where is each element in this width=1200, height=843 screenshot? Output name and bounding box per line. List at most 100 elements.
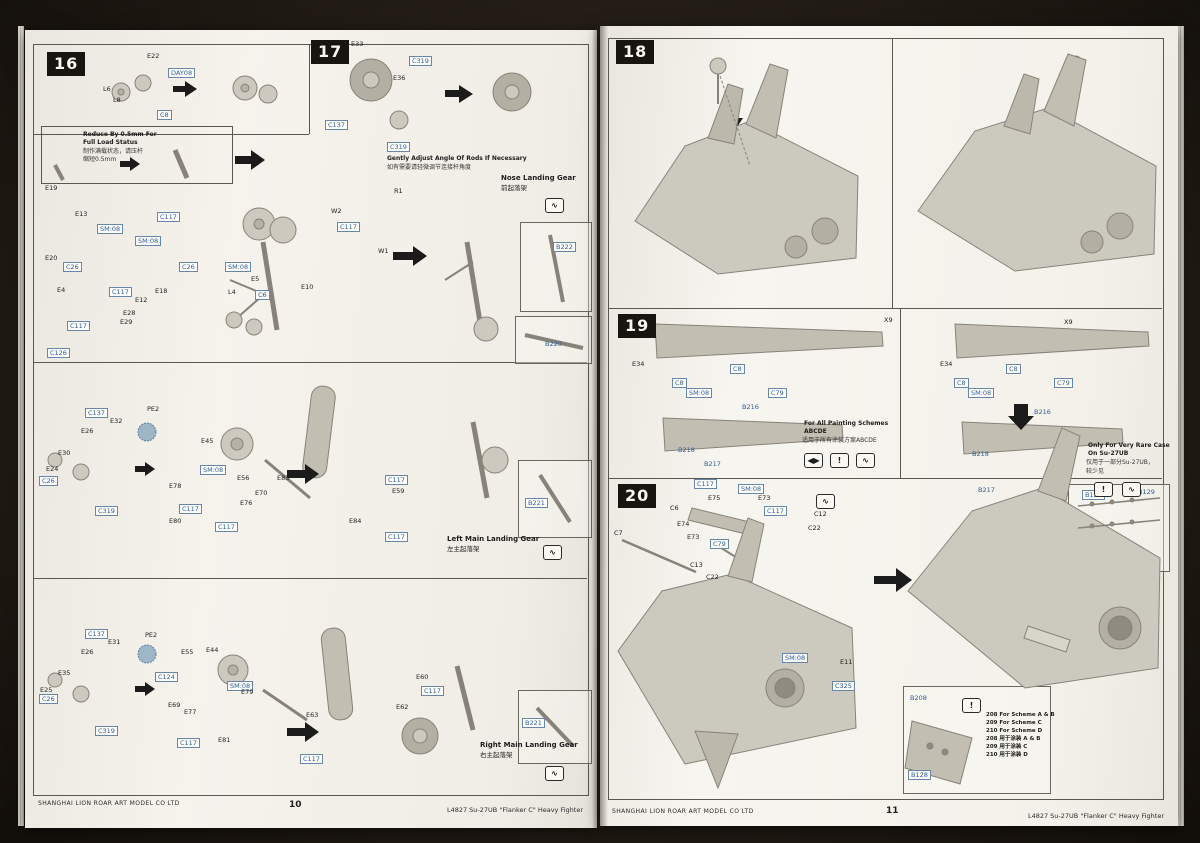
part-callout: B217	[978, 486, 995, 494]
note-adjust-rods: Gently Adjust Angle Of Rods If Necessary	[387, 155, 527, 162]
part-callout: C79	[710, 539, 729, 549]
part-callout: E73	[758, 494, 771, 502]
section-title-nose-gear-cn: 前起落架	[501, 184, 527, 192]
part-callout: C26	[39, 476, 58, 486]
part-callout: SM:08	[200, 465, 227, 475]
part-callout: E30	[58, 449, 71, 457]
part-callout: C325	[832, 681, 855, 691]
part-callout: E35	[58, 669, 71, 677]
nose-gear-detail-inset-1	[520, 222, 592, 312]
part-callout: E63	[306, 711, 319, 719]
part-callout: C117	[67, 321, 90, 331]
part-callout: E76	[240, 499, 253, 507]
part-callout: C26	[63, 262, 82, 272]
part-callout: C8	[730, 364, 745, 374]
part-callout: L6	[103, 85, 111, 93]
attention-icon: !	[962, 698, 981, 713]
part-callout: C117	[109, 287, 132, 297]
note-all-schemes-line1: For All Painting Schemes	[804, 420, 889, 427]
part-callout: C117	[385, 532, 408, 542]
part-callout: E80	[169, 517, 182, 525]
part-callout: C117	[300, 754, 323, 764]
part-callout: SM:08	[135, 236, 162, 246]
part-callout: E79	[241, 688, 254, 696]
paint-symbol-icon: ∿	[1122, 482, 1141, 497]
part-callout: E44	[206, 646, 219, 654]
paint-symbol-icon: ∿	[545, 198, 564, 213]
part-callout: DAY08	[168, 68, 196, 78]
part-callout: SM:08	[686, 388, 713, 398]
part-callout: C117	[215, 522, 238, 532]
part-callout: E5	[251, 275, 260, 283]
part-callout: E11	[840, 658, 853, 666]
booklet-gutter-shadow	[592, 26, 608, 828]
paint-symbol-icon: ∿	[545, 766, 564, 781]
part-callout: C124	[155, 672, 178, 682]
part-callout: C117	[177, 738, 200, 748]
part-callout: C137	[85, 629, 108, 639]
note-rare-case-cn1: 仅用于一部分Su-27UB，	[1086, 459, 1154, 466]
step-19-number: 19	[618, 314, 657, 338]
part-callout: E36	[393, 74, 406, 82]
part-callout: C319	[95, 506, 118, 516]
note-rare-case-line2: On Su-27UB	[1088, 450, 1129, 457]
part-callout: E34	[940, 360, 953, 368]
part-callout: C8	[1006, 364, 1021, 374]
part-callout: C319	[387, 142, 410, 152]
part-callout: X9	[884, 316, 893, 324]
part-callout: E18	[155, 287, 168, 295]
part-callout: C7	[614, 529, 623, 537]
part-callout: E32	[110, 417, 123, 425]
step16-bottom-divider	[33, 134, 309, 135]
part-callout: E69	[168, 701, 181, 709]
opposed-arrows-icon: ◀▶	[804, 453, 823, 468]
part-callout: C117	[385, 475, 408, 485]
part-callout: B208	[910, 694, 927, 702]
part-callout: E55	[181, 648, 194, 656]
part-callout: E45	[201, 437, 214, 445]
part-callout: B218	[972, 450, 989, 458]
part-callout: E13	[75, 210, 88, 218]
step18-center-divider	[892, 38, 893, 308]
part-callout: E34	[632, 360, 645, 368]
section-title-right-main-gear-cn: 右主起落架	[480, 751, 513, 759]
note-adjust-rods-cn: 如有需要请轻微调节连接杆角度	[387, 164, 472, 171]
page-11-content-frame	[608, 38, 1164, 800]
part-callout: SM:08	[968, 388, 995, 398]
page-stack-edge-left	[18, 26, 24, 826]
part-callout: SM:08	[738, 484, 765, 494]
part-callout: B221	[525, 498, 548, 508]
part-callout: C319	[95, 726, 118, 736]
part-callout: C26	[179, 262, 198, 272]
part-callout: E56	[237, 474, 250, 482]
part-callout: 210 用于涂装 D	[986, 752, 1028, 758]
note-rare-case-line1: Only For Very Rare Case	[1088, 442, 1170, 449]
note-full-load-line1: Reduce By 0.5mm For	[83, 131, 157, 138]
part-callout: PE2	[145, 631, 158, 639]
part-callout: E60	[416, 673, 429, 681]
part-callout: E62	[396, 703, 409, 711]
part-callout: E31	[108, 638, 121, 646]
part-callout: 209 用于涂装 C	[986, 744, 1028, 750]
part-callout: C126	[47, 348, 70, 358]
part-callout: C137	[85, 408, 108, 418]
paint-symbol-icon: ∿	[543, 545, 562, 560]
part-callout: E84	[349, 517, 362, 525]
section-divider-1	[33, 362, 587, 363]
part-callout: SM:08	[782, 653, 809, 663]
section-divider-4	[608, 478, 1162, 479]
note-rare-case-cn2: 较少见	[1086, 468, 1105, 475]
part-callout: B128	[908, 770, 931, 780]
part-callout: B218	[678, 446, 695, 454]
page-stack-edge-right	[1178, 26, 1184, 826]
part-callout: PE2	[147, 405, 160, 413]
part-callout: C117	[337, 222, 360, 232]
part-callout: E73	[687, 533, 700, 541]
part-callout: R1	[394, 187, 403, 195]
part-callout: E26	[81, 427, 94, 435]
part-callout: C79	[1054, 378, 1073, 388]
paint-symbol-icon: ∿	[856, 453, 875, 468]
part-callout: C6	[670, 504, 679, 512]
